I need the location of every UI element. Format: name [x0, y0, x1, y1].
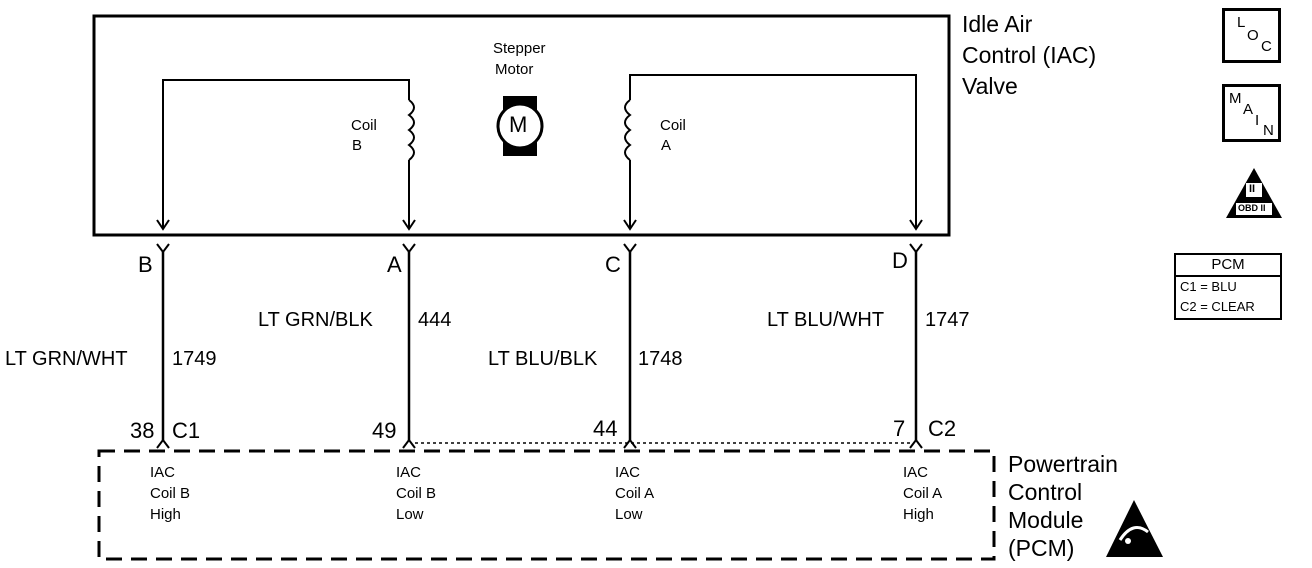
- pcm-function-3-line-2: Coil A: [615, 485, 655, 502]
- wire-circuit-1748: 1748: [638, 348, 683, 370]
- loc-icon-letter-c: C: [1261, 38, 1272, 55]
- pcm-function-1-line-1: IAC: [150, 464, 176, 481]
- pcm-function-2-line-3: Low: [396, 506, 424, 523]
- main-icon-letter-n: N: [1263, 122, 1274, 139]
- valve-connector-symbols: [156, 243, 923, 254]
- terminal-d-label: D: [892, 248, 908, 273]
- wire-circuit-444: 444: [418, 309, 452, 331]
- pcm-module-box: [97, 449, 996, 561]
- pcm-title-line-4: (PCM): [1008, 535, 1075, 561]
- pcm-function-4-line-2: Coil A: [903, 485, 943, 502]
- pcm-function-4-line-1: IAC: [903, 464, 929, 481]
- stepper-motor-symbol: [496, 96, 544, 156]
- wire-color-444: LT GRN/BLK: [258, 309, 373, 331]
- terminal-a-label: A: [387, 252, 402, 277]
- valve-title-line-1: Idle Air: [962, 11, 1033, 37]
- legend-header: PCM: [1176, 255, 1280, 277]
- coil-b-wiring: [156, 79, 416, 231]
- valve-title-line-3: Valve: [962, 73, 1018, 99]
- pcm-function-3-line-1: IAC: [615, 464, 641, 481]
- pcm-function-2-line-2: Coil B: [396, 485, 437, 502]
- obd-ii-icon: [1226, 168, 1282, 218]
- pin-7-label: 7: [893, 416, 906, 441]
- legend-row-c1: C1 = BLU: [1180, 279, 1237, 294]
- wire-color-1748: LT BLU/BLK: [488, 348, 598, 370]
- motor-label-line-1: Stepper: [493, 40, 546, 57]
- motor-label-line-2: Motor: [495, 61, 534, 78]
- terminal-b-label: B: [138, 252, 153, 277]
- loc-icon-letter-o: O: [1247, 27, 1259, 44]
- pcm-function-4-line-3: High: [903, 506, 934, 523]
- pcm-connector-legend: PCM C1 = BLU C2 = CLEAR: [1174, 253, 1282, 320]
- pcm-title-line-3: Module: [1008, 507, 1084, 533]
- loc-icon-letter-l: L: [1237, 14, 1246, 31]
- motor-symbol-letter: M: [509, 112, 528, 137]
- valve-title-line-2: Control (IAC): [962, 42, 1097, 68]
- pin-44-label: 44: [593, 416, 618, 441]
- obd-ii-numeral: II: [1249, 183, 1256, 195]
- main-icon[interactable]: M A I N: [1222, 84, 1281, 142]
- pcm-connector-symbols: [156, 438, 923, 449]
- iac-valve-box: [92, 14, 951, 237]
- wire-circuit-1749: 1749: [172, 348, 217, 370]
- obd-ii-label: OBD II: [1238, 203, 1266, 213]
- connector-c1-label: C1: [172, 418, 201, 443]
- wire-color-1749: LT GRN/WHT: [5, 348, 128, 370]
- pcm-function-2-line-1: IAC: [396, 464, 422, 481]
- coil-b-label-line-2: B: [352, 137, 363, 154]
- harness-wires: [161, 252, 918, 440]
- terminal-c-label: C: [605, 252, 621, 277]
- wire-color-1747: LT BLU/WHT: [767, 309, 885, 331]
- wire-circuit-1747: 1747: [925, 309, 970, 331]
- connector-c2-label: C2: [928, 416, 957, 441]
- coil-a-wiring: [623, 74, 923, 231]
- coil-a-label-line-2: A: [661, 137, 672, 154]
- coil-a-label-line-1: Coil: [660, 117, 686, 134]
- main-icon-letter-i: I: [1255, 112, 1260, 129]
- pcm-function-1-line-3: High: [150, 506, 181, 523]
- pcm-function-3-line-3: Low: [615, 506, 643, 523]
- legend-row-c2: C2 = CLEAR: [1180, 299, 1255, 314]
- pin-38-label: 38: [130, 418, 155, 443]
- main-icon-letter-m: M: [1229, 90, 1242, 107]
- pcm-function-1-line-2: Coil B: [150, 485, 191, 502]
- loc-icon[interactable]: L O C: [1222, 8, 1281, 63]
- pcm-title-line-2: Control: [1008, 479, 1083, 505]
- esd-warning-icon: [1106, 500, 1163, 557]
- pin-49-label: 49: [372, 418, 397, 443]
- coil-b-label-line-1: Coil: [351, 117, 377, 134]
- pcm-title-line-1: Powertrain: [1008, 451, 1118, 477]
- main-icon-letter-a: A: [1243, 101, 1254, 118]
